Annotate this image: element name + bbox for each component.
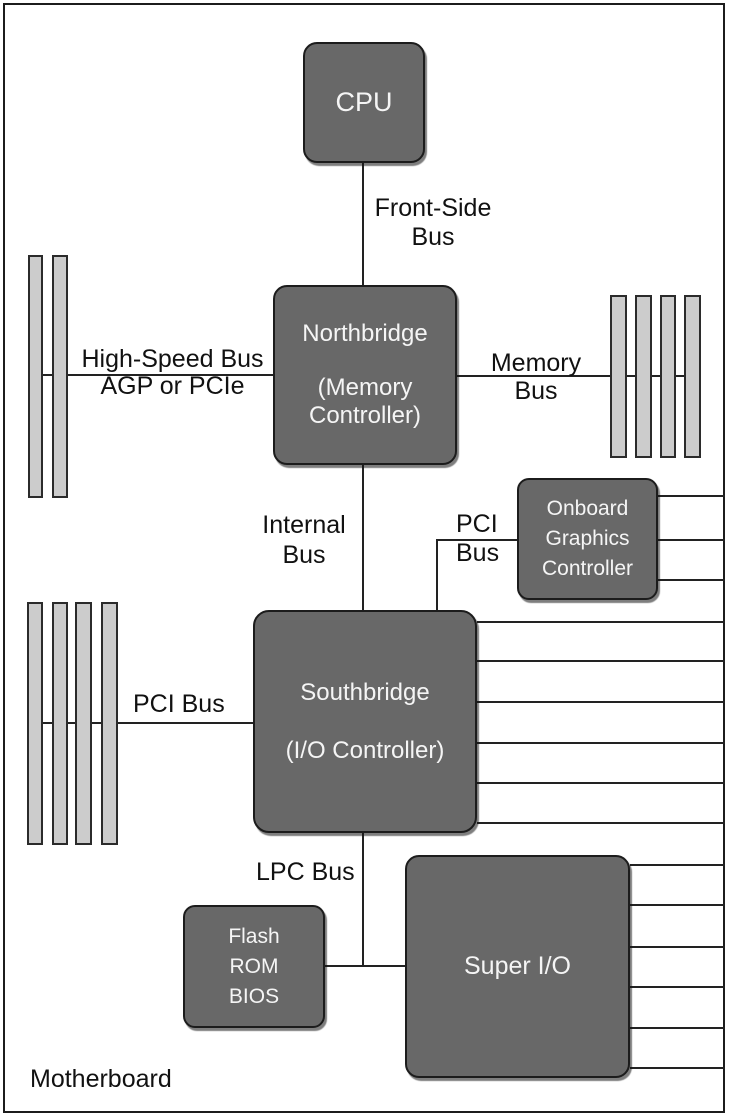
southbridge-port-line-6 — [477, 822, 725, 824]
flash-rom-bios-title: Flash ROM BIOS — [228, 924, 280, 1008]
front-side-bus-label: Front-Side Bus — [374, 194, 492, 251]
pci-slot-2 — [52, 602, 68, 845]
superio-port-line-4 — [630, 986, 725, 988]
motherboard-caption: Motherboard — [30, 1065, 172, 1093]
northbridge-subtitle: (Memory Controller) — [308, 374, 422, 429]
onboard-port-line-3 — [657, 579, 725, 581]
onboard-graphics-title: Onboard Graphics Controller — [541, 497, 634, 580]
southbridge-port-line-1 — [477, 621, 725, 623]
superio-port-line-2 — [630, 904, 725, 906]
pci-slot-3 — [75, 602, 92, 845]
memory-bus-line — [457, 375, 692, 377]
pci-slot-4 — [101, 602, 118, 845]
lpc-bus-label: LPC Bus — [256, 858, 355, 886]
high-speed-bus-line — [35, 374, 273, 376]
high-speed-bus-label-line2: AGP or PCIe — [100, 372, 245, 400]
pci-bus-right-line-vertical — [436, 539, 438, 610]
superio-port-line-1 — [630, 864, 725, 866]
internal-bus-label: Internal Bus — [262, 511, 346, 569]
superio-port-line-5 — [630, 1027, 725, 1029]
motherboard-outline — [3, 3, 725, 1113]
internal-bus-line — [362, 465, 364, 610]
southbridge-title: Southbridge — [300, 678, 430, 706]
front-side-bus-line — [362, 163, 364, 287]
southbridge-port-line-2 — [477, 660, 725, 662]
memory-bus-label: Memory Bus — [490, 349, 582, 405]
cpu-box: CPU — [303, 42, 425, 163]
onboard-graphics-box: Onboard Graphics Controller — [517, 478, 658, 600]
northbridge-box: Northbridge (Memory Controller) — [273, 285, 457, 465]
super-io-box: Super I/O — [405, 855, 630, 1078]
pci-bus-right-line-horizontal — [436, 539, 517, 541]
high-speed-bus-label: High-Speed Bus AGP or PCIe — [75, 346, 270, 400]
ram-slot-3 — [660, 295, 676, 458]
onboard-port-line-1 — [657, 495, 725, 497]
southbridge-subtitle: (I/O Controller) — [285, 736, 445, 764]
ram-slot-2 — [635, 295, 652, 458]
pci-bus-left-line — [35, 722, 253, 724]
ram-slot-1 — [610, 295, 627, 458]
southbridge-port-line-4 — [477, 742, 725, 744]
pci-bus-left-label: PCI Bus — [133, 690, 225, 718]
superio-port-line-3 — [630, 946, 725, 948]
superio-port-line-6 — [630, 1067, 725, 1069]
cpu-label: CPU — [335, 87, 393, 117]
southbridge-port-line-3 — [477, 701, 725, 703]
southbridge-port-line-5 — [477, 782, 725, 784]
super-io-title: Super I/O — [464, 952, 571, 980]
lpc-bus-line-vertical — [362, 833, 364, 967]
southbridge-box: Southbridge (I/O Controller) — [253, 610, 477, 833]
flash-rom-bios-box: Flash ROM BIOS — [183, 905, 325, 1028]
lpc-bus-line-horizontal — [325, 965, 405, 967]
ram-slot-4 — [684, 295, 701, 458]
onboard-port-line-2 — [657, 539, 725, 541]
pci-slot-1 — [27, 602, 43, 845]
agp-slot-1 — [28, 255, 43, 498]
high-speed-bus-label-line1: High-Speed Bus — [81, 345, 264, 373]
northbridge-title: Northbridge — [302, 320, 428, 347]
agp-slot-2 — [52, 255, 68, 498]
pci-bus-right-label: PCI Bus — [456, 510, 500, 567]
